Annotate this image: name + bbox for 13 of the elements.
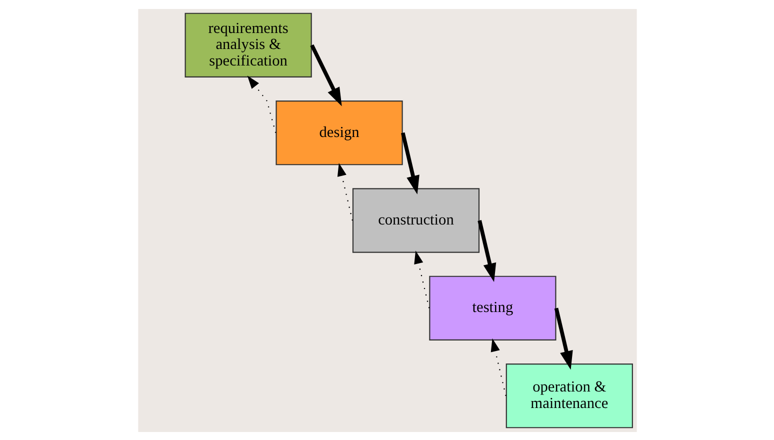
- arrow: [477, 220, 496, 282]
- node-box: design: [275, 100, 402, 165]
- arrow: [414, 250, 430, 308]
- arrow: [554, 307, 572, 370]
- node-box: testing: [428, 275, 556, 340]
- arrow: [336, 162, 352, 220]
- arrow: [400, 132, 419, 194]
- arrow: [490, 338, 506, 396]
- node-box: construction: [352, 188, 480, 252]
- node-box: operation & maintenance: [505, 363, 632, 428]
- arrow: [246, 75, 276, 132]
- node-box: requirements analysis & specification: [184, 12, 312, 77]
- arrow: [310, 44, 342, 106]
